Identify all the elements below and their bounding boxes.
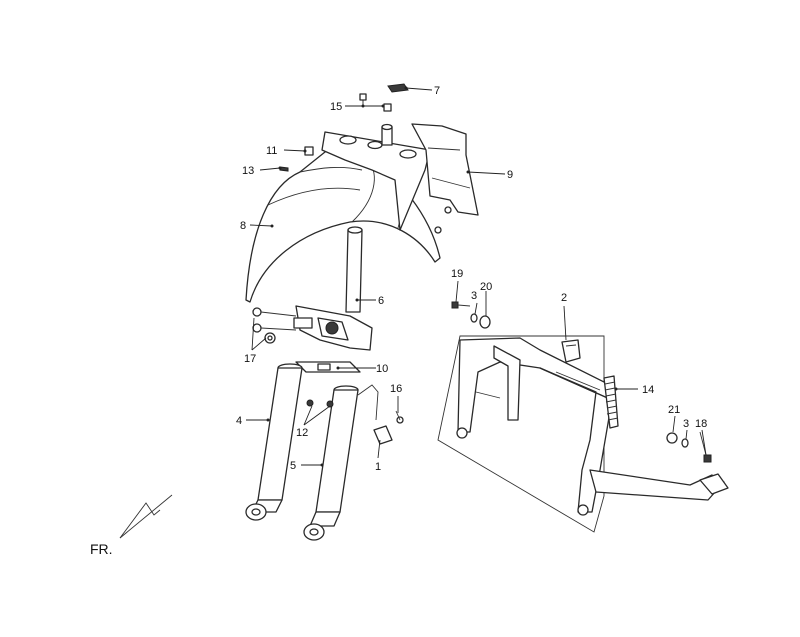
callout-21: 21 (668, 404, 680, 416)
fr-label: FR. (90, 541, 113, 557)
screw-16 (395, 410, 404, 424)
callout-16: 16 (390, 383, 402, 395)
callout-20: 20 (480, 281, 492, 293)
callout-labels: 7 15 11 13 8 9 6 17 10 4 12 5 16 1 2 14 … (236, 85, 707, 473)
callout-12: 12 (296, 427, 308, 439)
fork-leg-right-5 (303, 384, 379, 541)
fork-brace-10 (295, 361, 361, 373)
callout-18: 18 (695, 418, 707, 430)
fork-leg-left-4 (245, 363, 303, 521)
callout-19: 19 (451, 268, 463, 280)
callout-14: 14 (642, 384, 654, 396)
callout-2: 2 (561, 292, 567, 304)
callout-1: 1 (375, 461, 381, 473)
washer-3-right (681, 438, 689, 448)
orientation-marker: FR. (90, 494, 173, 557)
callout-7: 7 (434, 85, 440, 97)
callout-6: 6 (378, 295, 384, 307)
screws-12 (306, 399, 334, 408)
callout-3-right: 3 (683, 418, 689, 430)
nut-15 (359, 93, 392, 112)
callout-4: 4 (236, 415, 242, 427)
bolts-17 (252, 307, 297, 344)
callout-11: 11 (266, 145, 277, 157)
callout-5: 5 (290, 460, 296, 472)
main-stand-assembly (437, 335, 729, 533)
callout-9: 9 (507, 169, 513, 181)
pivot-bolt-19 (451, 301, 471, 309)
inner-panel-9 (411, 123, 479, 234)
callout-8: 8 (240, 220, 246, 232)
stand-bumper-2 (561, 339, 581, 363)
washer-3-left (470, 313, 478, 323)
leader-lines (246, 86, 707, 467)
fender-top-bracket (321, 131, 431, 231)
clip-1 (373, 425, 393, 445)
bushing-20 (479, 315, 491, 329)
fork-triple-clamp (293, 305, 373, 351)
callout-17: 17 (244, 353, 256, 365)
callout-15: 15 (330, 101, 342, 113)
callout-3-left: 3 (471, 290, 477, 302)
steering-stem (345, 123, 393, 313)
bolt-18 (699, 431, 712, 463)
nut-21 (666, 432, 678, 444)
callout-13: 13 (242, 165, 254, 177)
stem-cap (387, 83, 409, 93)
callout-10: 10 (376, 363, 388, 375)
